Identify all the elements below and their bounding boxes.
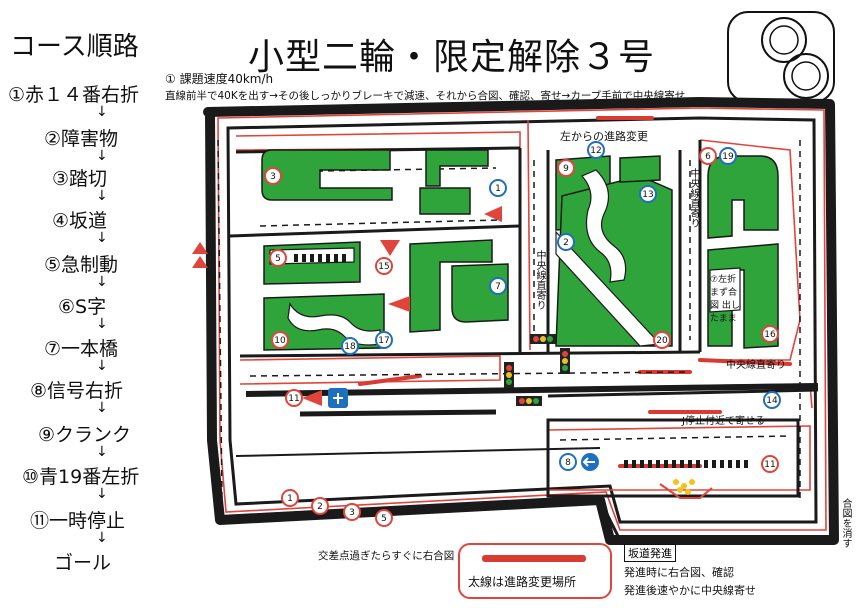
down-arrow-icon: ↓ <box>96 188 108 204</box>
route-step-5: ⑤急制動 <box>44 254 119 276</box>
down-arrow-icon: ↓ <box>96 530 108 546</box>
red-marker-labels: 3 5 15 10 6 9 11 11 16 20 1 2 3 5 <box>270 152 776 524</box>
route-step-goal: ゴール <box>54 552 112 574</box>
left-turn-note: ⑦左折 まず合図 出したまま <box>710 275 740 324</box>
svg-text:9: 9 <box>563 164 569 174</box>
dashed-center-lines <box>217 139 801 501</box>
center-line-note: 中央線直寄り <box>726 360 786 371</box>
down-arrow-icon: ↓ <box>96 230 108 246</box>
svg-text:11: 11 <box>288 394 299 404</box>
svg-text:8: 8 <box>565 458 571 468</box>
route-list-title: コース順路 <box>10 32 139 62</box>
down-arrow-icon: ↓ <box>96 486 108 502</box>
svg-text:18: 18 <box>344 342 356 352</box>
lane-change-legend-swatch <box>482 555 586 562</box>
svg-text:14: 14 <box>766 396 778 406</box>
svg-text:20: 20 <box>656 336 668 346</box>
svg-text:19: 19 <box>722 152 734 162</box>
figure-eight-loop <box>727 11 835 103</box>
route-step-4: ④坂道 <box>52 210 108 232</box>
stop-position-note: J停止付近で寄せる <box>682 416 765 427</box>
route-step-7: ⑦一本橋 <box>44 338 119 360</box>
center-line-note: 中央線直寄り <box>534 250 545 310</box>
intersection-note: 交差点過ぎたらすぐに右合図 <box>318 550 455 562</box>
route-step-1: ①赤１４番右折 <box>8 84 140 106</box>
start-note: 発進時に右合図、確認 <box>624 566 734 579</box>
route-step-6: ⑥S字 <box>58 296 107 318</box>
down-arrow-icon: ↓ <box>96 358 108 374</box>
down-arrow-icon: ↓ <box>96 274 108 290</box>
svg-text:12: 12 <box>590 146 601 156</box>
red-course-markers <box>264 147 779 527</box>
svg-text:1: 1 <box>495 184 501 194</box>
start-note: 発進後速やかに中央線寄せ <box>624 584 756 597</box>
route-step-9: ⑨クランク <box>38 424 132 446</box>
svg-text:5: 5 <box>275 254 281 264</box>
svg-text:13: 13 <box>642 190 653 200</box>
speed-note: ① 課題速度40km/h <box>165 72 274 86</box>
svg-text:6: 6 <box>705 152 711 162</box>
stop-sign-icon <box>192 206 502 406</box>
route-step-11: ⑪一時停止 <box>30 510 126 532</box>
down-arrow-icon: ↓ <box>96 104 108 120</box>
down-arrow-icon: ↓ <box>96 148 108 164</box>
route-step-10: ⑩青19番左折 <box>22 466 140 488</box>
obstacle-cones <box>673 479 695 495</box>
svg-text:3: 3 <box>349 508 355 518</box>
svg-text:10: 10 <box>274 336 286 346</box>
outer-road <box>203 97 839 545</box>
svg-text:2: 2 <box>317 502 323 512</box>
island-roads <box>269 169 741 347</box>
lane-change-note: 左からの進路変更 <box>560 130 648 143</box>
svg-text:3: 3 <box>270 172 276 182</box>
speed-instructions-note: 直線前半で40Kを出す→その後しっかりブレーキで減速、それから合図、確認、寄せ→… <box>165 90 686 102</box>
svg-text:5: 5 <box>381 514 387 524</box>
route-step-8: ⑧信号右折 <box>30 380 124 402</box>
down-arrow-icon: ↓ <box>96 444 108 460</box>
center-line-note: 中央線直寄り <box>688 168 699 228</box>
down-arrow-icon: ↓ <box>96 316 108 332</box>
blue-course-markers <box>341 141 781 471</box>
crosswalk <box>294 254 748 468</box>
svg-text:7: 7 <box>495 282 501 292</box>
down-arrow-icon: ↓ <box>96 400 108 416</box>
traffic-light-icon <box>504 334 570 406</box>
legend-label: 太線は進路変更場所 <box>468 575 577 589</box>
svg-text:2: 2 <box>563 238 569 248</box>
direction-sign-icon <box>328 388 599 471</box>
obstacle-route <box>659 483 713 499</box>
signal-cancel-note: 合図を消す <box>840 498 851 548</box>
svg-text:16: 16 <box>764 330 776 340</box>
svg-text:15: 15 <box>378 262 389 272</box>
page-title: 小型二輪・限定解除３号 <box>248 37 656 78</box>
svg-text:1: 1 <box>287 494 293 504</box>
route-step-2: ②障害物 <box>44 128 119 150</box>
hill-start-label: 坂道発進 <box>624 544 676 562</box>
legend: 太線は進路変更場所 <box>458 543 612 599</box>
svg-text:11: 11 <box>764 460 775 470</box>
svg-text:17: 17 <box>378 336 389 346</box>
route-step-3: ③踏切 <box>52 168 108 190</box>
